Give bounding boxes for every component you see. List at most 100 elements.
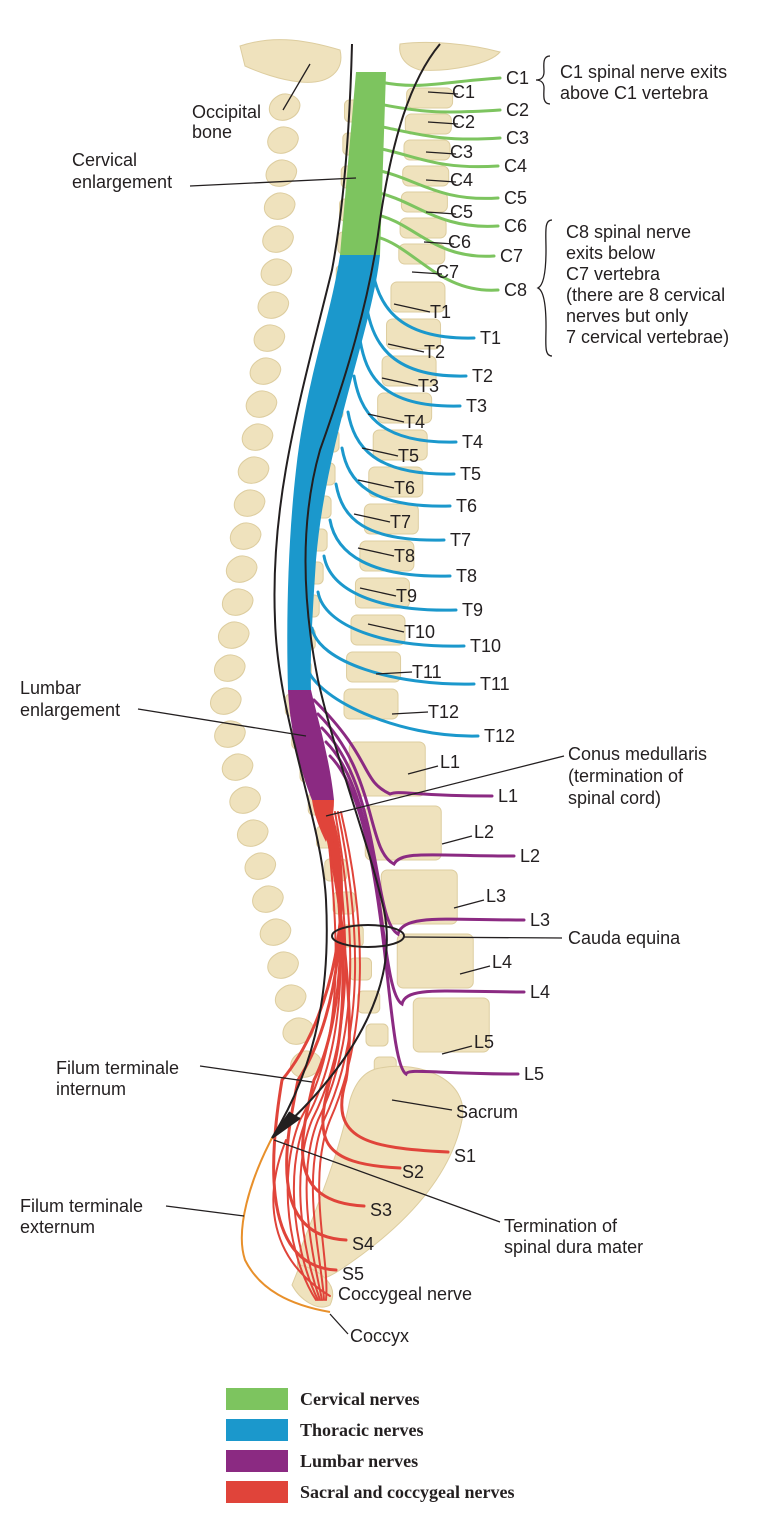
vertebral-body xyxy=(404,113,452,135)
cervical-nerve xyxy=(375,146,500,169)
vertebral-body xyxy=(381,355,437,387)
spinal-nerve-label: T4 xyxy=(462,432,483,452)
conus-medullaris-label-line: (termination of xyxy=(568,766,684,786)
vertebra-label: C7 xyxy=(436,262,459,282)
thoracic-nerve xyxy=(346,410,456,476)
spinous-process xyxy=(264,192,296,220)
spinous-process xyxy=(267,951,299,979)
coccygeal-nerve-label: Coccygeal nerve xyxy=(338,1284,472,1304)
occipital-bone-leader xyxy=(282,63,311,111)
spinal-nerve-label: T11 xyxy=(480,674,510,694)
cord-lumbar xyxy=(288,690,334,800)
filum-terminale-externum xyxy=(240,1137,331,1313)
cauda-equina-leader xyxy=(403,936,563,939)
spinal-nerve-label: T7 xyxy=(450,530,471,550)
vertebra-label: C2 xyxy=(452,112,475,132)
spinal-nerve-label: T8 xyxy=(456,566,477,586)
vertebra-label: T11 xyxy=(412,662,442,682)
spinal-nerve-label: C7 xyxy=(500,246,523,266)
cervical-nerve xyxy=(373,190,500,228)
legend-item: Sacral and coccygeal nerves xyxy=(226,1481,514,1503)
vertebra-leader xyxy=(367,413,405,423)
spinous-process xyxy=(222,588,254,616)
spinous-process xyxy=(218,621,250,649)
vertebral-body xyxy=(386,318,442,350)
vertebra-leader xyxy=(459,965,491,975)
spinous-process xyxy=(244,852,277,880)
spinous-process xyxy=(282,1017,314,1045)
legend-label: Lumbar nerves xyxy=(300,1451,418,1471)
sacrum-leader xyxy=(391,1099,453,1111)
cervical-enlargement-label-line: Cervical xyxy=(72,150,137,170)
termination-dura-label-line: Termination of xyxy=(504,1216,618,1236)
vertebra-leader xyxy=(441,835,473,845)
vertebra-leader xyxy=(367,623,405,633)
spinal-nerve-label: L5 xyxy=(524,1064,544,1084)
spinal-nerve-label: C6 xyxy=(504,216,527,236)
thoracic-nerve xyxy=(322,554,458,612)
vertebra-leader xyxy=(353,513,391,523)
c1-note-line: C1 spinal nerve exits xyxy=(560,62,727,82)
vertebra-label: L3 xyxy=(486,886,506,906)
legend-item: Cervical nerves xyxy=(226,1388,419,1410)
spinous-process xyxy=(221,753,254,781)
filum-externum-leader xyxy=(165,1205,245,1217)
spinous-process xyxy=(267,126,299,154)
spinal-nerve-label: C4 xyxy=(504,156,527,176)
cervical-enlargement-label-line: enlargement xyxy=(72,172,172,192)
occipital-bone-label-line: Occipital xyxy=(192,102,261,122)
vertebra-leader xyxy=(441,1045,473,1055)
vertebral-body xyxy=(363,503,419,535)
conus-medullaris-label-line: spinal cord) xyxy=(568,788,661,808)
cauda-equina-label: Cauda equina xyxy=(568,928,681,948)
coccygeal-nerve xyxy=(272,1139,331,1297)
legend-swatch xyxy=(226,1419,288,1441)
spinous-process xyxy=(229,522,262,550)
vertebra-label: C3 xyxy=(450,142,473,162)
legend-label: Sacral and coccygeal nerves xyxy=(300,1482,514,1502)
lumbar-nerve xyxy=(320,726,526,937)
c8-note-line: exits below xyxy=(566,243,656,263)
lumbar-nerve xyxy=(312,698,494,798)
vertebra-leader xyxy=(427,121,459,125)
vertebral-body xyxy=(390,281,446,313)
spinous-process xyxy=(257,291,290,319)
coccyx-label: Coccyx xyxy=(350,1326,409,1346)
occipital-bone xyxy=(239,39,501,83)
vertebra-leader xyxy=(375,671,413,675)
spinal-nerve-label: T10 xyxy=(470,636,501,656)
cervical-nerve xyxy=(377,102,502,114)
cord-conus xyxy=(312,800,334,842)
legend-label: Thoracic nerves xyxy=(300,1420,423,1440)
spinous-process xyxy=(274,984,307,1012)
thoracic-nerve xyxy=(310,626,476,686)
vertebra-label: C4 xyxy=(450,170,473,190)
cauda-equina-strand xyxy=(292,811,342,1301)
spinal-nerve-label: T9 xyxy=(462,600,483,620)
vertebral-body xyxy=(343,688,399,720)
vertebra-label: T8 xyxy=(394,546,415,566)
filum-externum-label-line: externum xyxy=(20,1217,95,1237)
filum-internum-leader xyxy=(199,1065,313,1083)
vertebra-label: T12 xyxy=(428,702,459,722)
vertebra-label: T6 xyxy=(394,478,415,498)
cervical-nerve xyxy=(371,234,500,292)
vertebra-label: L2 xyxy=(474,822,494,842)
spinous-process xyxy=(262,225,294,253)
filum-internum-label-line: internum xyxy=(56,1079,126,1099)
spinous-process xyxy=(214,720,246,748)
vertebra-label: T7 xyxy=(390,512,411,532)
vertebra-label: L5 xyxy=(474,1032,494,1052)
vertebra-leader xyxy=(359,587,397,597)
vertebra-label: T4 xyxy=(404,412,425,432)
cord-thoracic xyxy=(287,255,380,690)
